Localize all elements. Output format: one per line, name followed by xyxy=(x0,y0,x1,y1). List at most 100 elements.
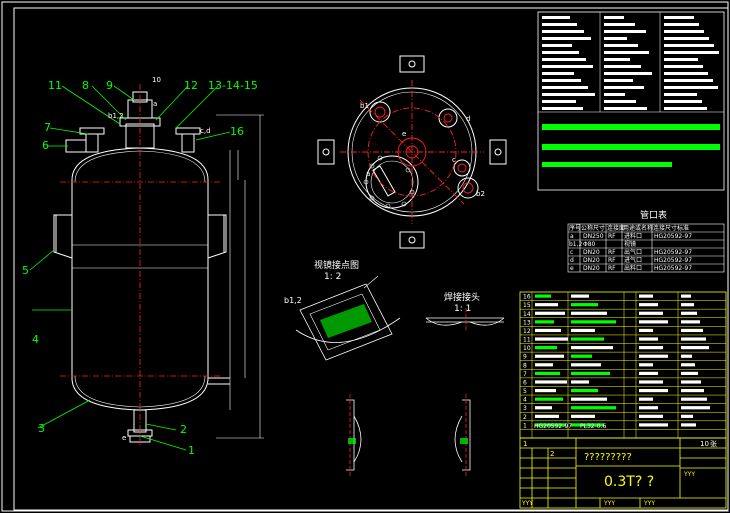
svg-text:c: c xyxy=(452,156,456,164)
weld-joint-detail: 焊接接头 1: 1 xyxy=(425,291,505,332)
svg-text:Φ80: Φ80 xyxy=(583,241,596,248)
svg-text:用途或名称: 用途或名称 xyxy=(623,224,653,232)
svg-text:b1,2: b1,2 xyxy=(108,112,124,120)
svg-text:2: 2 xyxy=(550,450,554,458)
svg-text:焊接接头: 焊接接头 xyxy=(444,291,480,303)
spec-text-bar xyxy=(542,16,570,19)
title-block-text: ????????? 0.3T? ? 10 张 1 2 YYY YYY YYY Y… xyxy=(521,439,717,507)
callout-1: 1 xyxy=(188,444,195,457)
svg-text:视镜: 视镜 xyxy=(624,240,636,248)
bom-row-number: 15 xyxy=(523,302,531,309)
spec-text-bar xyxy=(542,93,595,96)
spec-text-bar xyxy=(542,58,586,61)
bom-text-bar xyxy=(681,311,697,315)
spec-text-bar xyxy=(604,72,652,75)
spec-text-bar xyxy=(542,72,574,75)
svg-text:YYY: YYY xyxy=(603,500,615,507)
volume-label: 0.3T? ? xyxy=(604,474,654,490)
spec-text-bar xyxy=(604,51,649,54)
bom-text-bar xyxy=(535,346,557,350)
svg-text:RF: RF xyxy=(608,233,616,240)
bom-text-bar xyxy=(639,363,653,367)
spec-text-bar xyxy=(664,86,718,89)
bom-text-bar xyxy=(681,354,692,358)
spec-text-bar xyxy=(604,65,641,68)
callout-9: 9 xyxy=(106,79,113,92)
bom-text-bar xyxy=(681,328,703,333)
bom-row-number: 6 xyxy=(523,379,527,386)
plan-small-holes xyxy=(363,155,415,209)
lug-left xyxy=(53,214,73,259)
elevation-centerlines xyxy=(60,84,220,446)
bom-text-bar xyxy=(535,397,563,401)
spec-text-bar xyxy=(604,100,636,103)
callout-7: 7 xyxy=(44,121,51,134)
svg-text:b1,2: b1,2 xyxy=(284,296,302,305)
spec-text-bar xyxy=(542,23,577,26)
svg-text:RF: RF xyxy=(608,257,616,264)
bom-row-number: 2 xyxy=(523,414,527,421)
callout-12: 12 xyxy=(184,79,198,92)
bom-text-bar xyxy=(571,328,595,333)
bom-text-bar xyxy=(535,328,561,333)
bom-text-bar xyxy=(639,346,663,350)
svg-text:RF: RF xyxy=(608,249,616,256)
svg-text:e: e xyxy=(122,434,126,442)
bom-text-bar xyxy=(639,406,658,410)
bom-text-bar xyxy=(639,354,668,358)
svg-text:管口表: 管口表 xyxy=(640,209,667,221)
elevation-tags: a b1,2 c,d e 10 xyxy=(108,76,211,442)
bom-text-bar xyxy=(639,337,658,341)
svg-text:YYY: YYY xyxy=(683,471,695,478)
bom-text-bar xyxy=(681,346,709,350)
spec-text-bar xyxy=(664,100,702,103)
bom-text-bar xyxy=(639,320,668,324)
bom-row-number: 1 xyxy=(523,422,527,429)
plan-nozzle-d xyxy=(438,108,458,128)
svg-text:YYY: YYY xyxy=(521,500,533,507)
bom-text-bar xyxy=(681,337,706,341)
bom-row-number: 8 xyxy=(523,362,527,369)
bom-text-bar xyxy=(639,388,668,393)
spec-text-bar xyxy=(542,107,583,110)
spec-text-bar xyxy=(542,37,591,40)
callout-6: 6 xyxy=(42,139,49,152)
plan-red-elements xyxy=(340,80,484,224)
bom-row-number: 10 xyxy=(523,345,531,352)
bom-text-bar xyxy=(535,388,556,393)
bom-text-bar xyxy=(681,371,698,375)
bom-text-bar xyxy=(639,397,653,401)
bom-text-bar xyxy=(571,380,589,384)
callout-2: 2 xyxy=(180,423,187,436)
spec-text-bar xyxy=(664,23,699,26)
bom-text-bar xyxy=(681,294,691,298)
bom-text-bar xyxy=(571,337,604,341)
svg-text:进料口: 进料口 xyxy=(624,232,642,240)
bom-text-bar xyxy=(681,423,696,427)
svg-text:序号: 序号 xyxy=(569,224,581,232)
svg-text:1: 1 xyxy=(523,440,527,448)
spec-text-bar xyxy=(604,23,635,26)
bom-text-bar xyxy=(571,354,592,358)
bom-text-bar xyxy=(639,328,653,333)
svg-text:张: 张 xyxy=(710,439,717,448)
vessel-elevation xyxy=(53,91,230,443)
svg-text:HG20592-97: HG20592-97 xyxy=(534,423,572,430)
svg-text:b2: b2 xyxy=(476,190,485,198)
bom-text-bar xyxy=(681,388,704,393)
plan-nozzle-c xyxy=(453,159,471,177)
bom-text-bar xyxy=(571,406,616,410)
spec-text-bar xyxy=(542,44,572,47)
bom-text-bar xyxy=(639,423,668,427)
callout-16: 16 xyxy=(230,125,244,138)
svg-text:b1,2: b1,2 xyxy=(569,241,583,248)
svg-text:公称尺寸: 公称尺寸 xyxy=(581,224,605,232)
callout-3: 3 xyxy=(38,422,45,435)
bom-row-number: 14 xyxy=(523,311,531,318)
inner-border xyxy=(13,7,729,511)
plan-tags: b1 d c b2 a e xyxy=(360,102,485,198)
svg-text:e: e xyxy=(570,265,574,272)
callout-labels: 11 8 9 12 13-14-15 7 6 16 5 4 3 2 1 xyxy=(22,79,258,457)
bom-text-bar xyxy=(571,363,601,367)
